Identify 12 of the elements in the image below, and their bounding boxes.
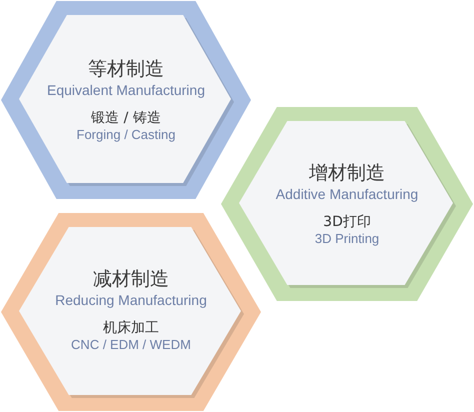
method-label: 3D打印 <box>323 213 371 231</box>
method-sublabel: 3D Printing <box>314 231 380 247</box>
method-label: 机床加工 <box>103 319 159 337</box>
category-title: 减材制造 <box>93 267 169 291</box>
method-sublabel: Forging / Casting <box>76 127 176 143</box>
category-subtitle: Equivalent Manufacturing <box>47 81 205 99</box>
method-sublabel: CNC / EDM / WEDM <box>71 337 191 353</box>
category-subtitle: Additive Manufacturing <box>276 185 418 203</box>
category-subtitle: Reducing Manufacturing <box>55 291 207 309</box>
category-title: 等材制造 <box>88 57 164 81</box>
category-title: 增材制造 <box>309 161 385 185</box>
method-label: 锻造 / 铸造 <box>91 109 161 127</box>
